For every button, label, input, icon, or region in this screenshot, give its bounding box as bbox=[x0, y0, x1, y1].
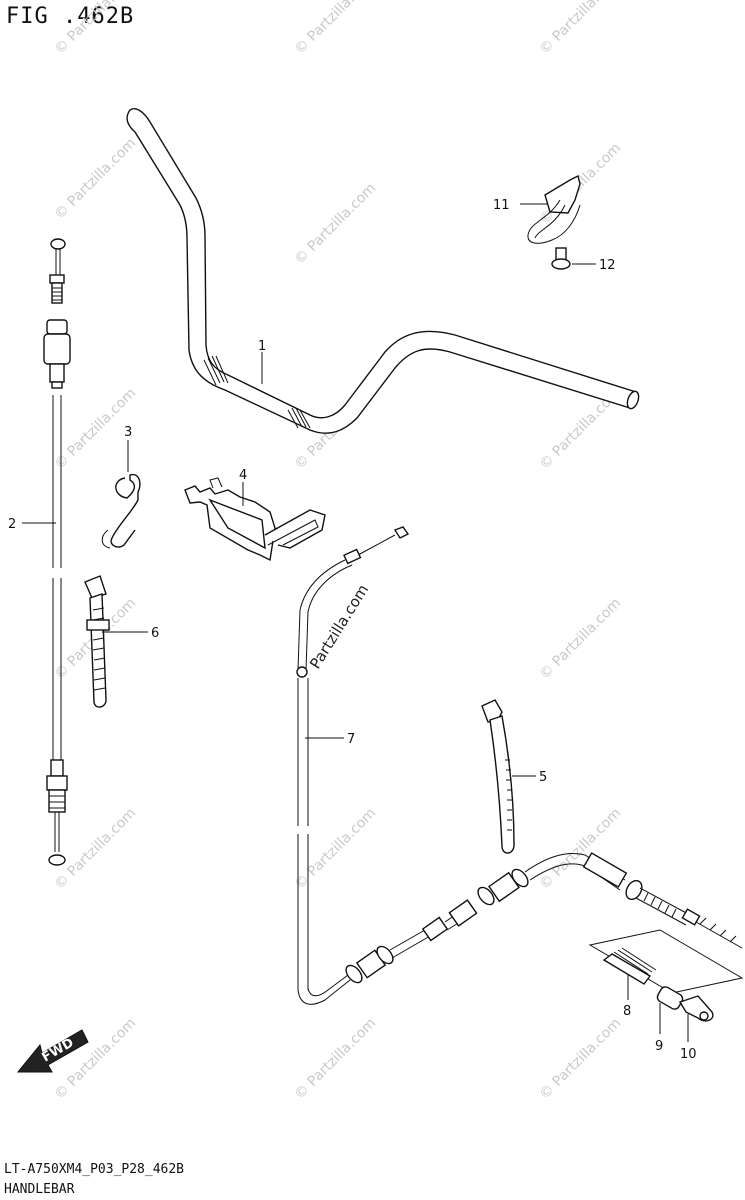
watermarks: © Partzilla.com © Partzilla.com © Partzi… bbox=[52, 0, 625, 1103]
watermark: © Partzilla.com bbox=[292, 180, 380, 268]
leader-lines bbox=[22, 203, 689, 1042]
cable-center bbox=[296, 526, 743, 1005]
watermark-center: Partzilla.com bbox=[306, 581, 372, 672]
watermark: © Partzilla.com bbox=[52, 0, 140, 58]
callout-4: 4 bbox=[239, 468, 247, 483]
callout-9: 9 bbox=[655, 1039, 663, 1054]
diagram-name: HANDLEBAR bbox=[4, 1182, 75, 1197]
callout-2: 2 bbox=[8, 517, 16, 532]
watermark: © Partzilla.com bbox=[292, 1015, 380, 1103]
callout-11: 11 bbox=[493, 198, 510, 213]
callout-5: 5 bbox=[539, 770, 547, 785]
clip bbox=[101, 473, 141, 549]
cable-tie-right bbox=[481, 699, 515, 854]
cable-tie-left bbox=[84, 575, 110, 708]
callout-1: 1 bbox=[258, 339, 266, 354]
fwd-label: FWD bbox=[40, 1035, 77, 1065]
watermark: © Partzilla.com bbox=[537, 1015, 625, 1103]
watermark: © Partzilla.com bbox=[537, 595, 625, 683]
callout-10: 10 bbox=[680, 1047, 697, 1062]
watermark: © Partzilla.com bbox=[292, 805, 380, 893]
holder-clip bbox=[527, 174, 581, 244]
callout-7: 7 bbox=[347, 732, 355, 747]
diagram-code: LT-A750XM4_P03_P28_462B bbox=[4, 1162, 185, 1177]
watermark: © Partzilla.com bbox=[537, 0, 625, 58]
callouts: 1 2 3 4 5 6 7 8 9 10 11 12 bbox=[8, 198, 697, 1062]
figure-title: FIG .462B bbox=[6, 4, 135, 29]
cable-end-parts bbox=[588, 929, 744, 1022]
watermark: © Partzilla.com bbox=[52, 135, 140, 223]
watermark: © Partzilla.com bbox=[52, 805, 140, 893]
bracket bbox=[184, 477, 326, 562]
callout-3: 3 bbox=[124, 425, 132, 440]
callout-6: 6 bbox=[151, 626, 159, 641]
handlebar bbox=[126, 108, 640, 434]
cable-left bbox=[43, 238, 71, 866]
callout-8: 8 bbox=[623, 1004, 631, 1019]
callout-12: 12 bbox=[599, 258, 616, 273]
watermark: © Partzilla.com bbox=[52, 1015, 140, 1103]
bolt bbox=[551, 247, 571, 270]
watermark: © Partzilla.com bbox=[292, 0, 380, 58]
